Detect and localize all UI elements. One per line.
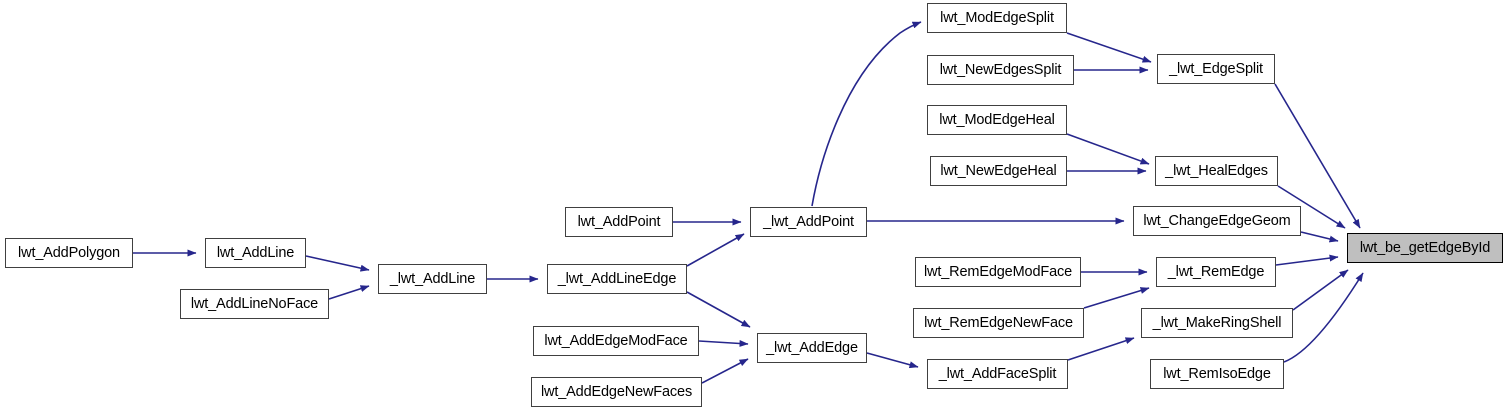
graph-node-lwt_AddLineNoFace[interactable]: lwt_AddLineNoFace [180,289,329,319]
graph-node-_lwt_HealEdges[interactable]: _lwt_HealEdges [1155,156,1278,186]
graph-node-_lwt_AddFaceSplit[interactable]: _lwt_AddFaceSplit [927,359,1068,389]
graph-node-_lwt_AddLine[interactable]: _lwt_AddLine [378,264,487,294]
graph-node-label: _lwt_AddLine [389,270,476,287]
call-edge [1066,32,1152,63]
call-edge [701,358,749,384]
call-edge [1283,272,1364,363]
call-edge [686,291,751,328]
graph-node-lwt_be_getEdgeById[interactable]: lwt_be_getEdgeById [1347,233,1503,263]
graph-node-lwt_NewEdgeHeal[interactable]: lwt_NewEdgeHeal [930,156,1067,186]
graph-node-label: lwt_RemEdgeNewFace [924,314,1073,331]
graph-node-label: lwt_AddEdgeModFace [544,332,688,349]
graph-node-label: lwt_AddEdgeNewFaces [540,383,693,400]
graph-node-_lwt_AddPoint[interactable]: _lwt_AddPoint [750,207,867,237]
graph-node-label: lwt_be_getEdgeById [1359,239,1491,256]
graph-node-label: lwt_ChangeEdgeGeom [1143,212,1291,229]
graph-node-label: lwt_RemEdgeModFace [923,263,1072,280]
graph-node-label: lwt_AddLineNoFace [190,295,319,312]
call-edge [1275,254,1339,266]
graph-node-label: lwt_RemIsoEdge [1163,365,1271,382]
graph-node-lwt_AddEdgeModFace[interactable]: lwt_AddEdgeModFace [533,326,699,356]
call-edge [866,352,919,369]
graph-node-lwt_RemEdgeModFace[interactable]: lwt_RemEdgeModFace [915,257,1081,287]
call-edge [811,21,922,207]
call-edge [328,285,370,300]
call-edge [305,255,370,272]
graph-node-label: _lwt_HealEdges [1165,162,1268,179]
graph-node-label: lwt_AddPolygon [18,244,120,261]
call-edge [1300,231,1339,243]
graph-node-label: lwt_NewEdgesSplit [939,61,1062,78]
call-edge [698,339,749,347]
graph-node-lwt_RemIsoEdge[interactable]: lwt_RemIsoEdge [1150,359,1284,389]
call-edge [1083,287,1150,309]
graph-node-_lwt_RemEdge[interactable]: _lwt_RemEdge [1156,257,1276,287]
graph-node-label: _lwt_EdgeSplit [1169,60,1263,77]
graph-node-label: _lwt_AddPoint [763,213,854,230]
graph-node-label: _lwt_AddFaceSplit [938,365,1057,382]
call-edge [1067,337,1135,361]
graph-node-lwt_ModEdgeHeal[interactable]: lwt_ModEdgeHeal [927,105,1067,135]
graph-node-label: _lwt_AddEdge [766,339,858,356]
graph-node-label: lwt_AddPoint [577,213,661,230]
graph-node-label: _lwt_RemEdge [1167,263,1265,280]
graph-node-lwt_AddPoint[interactable]: lwt_AddPoint [565,207,673,237]
graph-node-lwt_AddPolygon[interactable]: lwt_AddPolygon [5,238,133,268]
graph-node-_lwt_AddLineEdge[interactable]: _lwt_AddLineEdge [547,264,687,294]
graph-node-_lwt_EdgeSplit[interactable]: _lwt_EdgeSplit [1157,54,1275,84]
graph-node-label: _lwt_MakeRingShell [1152,314,1282,331]
graph-node-lwt_RemEdgeNewFace[interactable]: lwt_RemEdgeNewFace [913,308,1084,338]
graph-node-lwt_AddLine[interactable]: lwt_AddLine [205,238,306,268]
graph-node-label: lwt_ModEdgeSplit [940,9,1054,26]
graph-node-label: lwt_AddLine [216,244,295,261]
graph-node-lwt_AddEdgeNewFaces[interactable]: lwt_AddEdgeNewFaces [531,377,702,407]
graph-node-lwt_ModEdgeSplit[interactable]: lwt_ModEdgeSplit [927,3,1067,33]
graph-node-lwt_NewEdgesSplit[interactable]: lwt_NewEdgesSplit [927,55,1074,85]
graph-node-_lwt_AddEdge[interactable]: _lwt_AddEdge [757,333,867,363]
call-edge [1292,269,1349,311]
graph-node-_lwt_MakeRingShell[interactable]: _lwt_MakeRingShell [1141,308,1293,338]
graph-node-lwt_ChangeEdgeGeom[interactable]: lwt_ChangeEdgeGeom [1133,206,1301,236]
graph-node-label: _lwt_AddLineEdge [557,270,677,287]
call-edge [1066,133,1150,165]
graph-node-label: lwt_NewEdgeHeal [940,162,1057,179]
call-edge [686,233,745,267]
graph-node-label: lwt_ModEdgeHeal [939,111,1055,128]
